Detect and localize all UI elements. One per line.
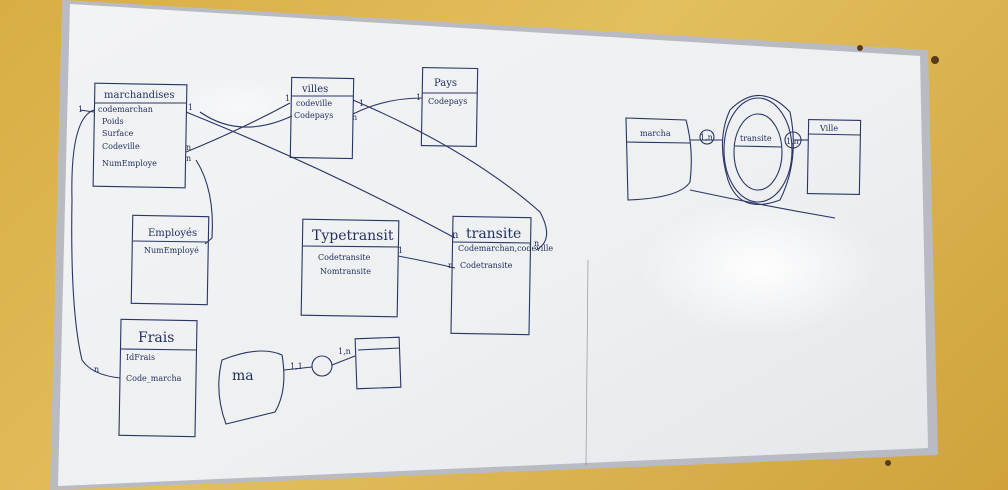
link-marchandises-left	[79, 109, 95, 113]
entity-transite-box	[450, 215, 532, 336]
entity-typetransit-field: Codetransite	[318, 253, 371, 262]
cardinality-label: 1	[285, 94, 290, 103]
link-marchandises-villes	[185, 102, 291, 153]
sketch-link	[283, 366, 313, 371]
entity-transite-divider	[452, 241, 531, 244]
entity-frais-box	[118, 318, 198, 438]
sketch-small-box	[354, 336, 402, 390]
sketch-marcha-box	[625, 117, 692, 201]
entity-frais-field: Code_marcha	[126, 374, 182, 383]
sketch-marcha-divider	[625, 141, 691, 144]
sketch-assoc-circle	[311, 355, 333, 377]
entity-typetransit-field: Nomtransite	[320, 267, 371, 276]
entity-employes-box	[130, 214, 210, 306]
entity-employes-field: NumEmployé	[144, 246, 199, 255]
sketch-ville-box	[806, 118, 862, 196]
sketch-ma-label: ma	[232, 368, 254, 384]
link-villes-pays	[352, 97, 423, 115]
sketch-ma-shape	[218, 350, 285, 425]
entity-employes-title: Employés	[148, 228, 197, 239]
cardinality-label: 1	[359, 99, 364, 108]
sketch-marcha-title: marcha	[640, 129, 671, 138]
cardinality-label: n	[452, 230, 459, 241]
sketch-link	[331, 355, 356, 366]
cardinality-label: 1	[398, 246, 403, 255]
entity-marchandises-box	[92, 82, 188, 189]
link-villes-transite	[352, 99, 548, 251]
entity-employes-divider	[132, 240, 209, 243]
entity-villes-field: Codepays	[294, 111, 333, 120]
link-typetransit-transite	[397, 255, 456, 269]
entity-transite-field: Codetransite	[460, 261, 513, 270]
entity-pays-box	[420, 66, 479, 148]
entity-marchandises-field: Surface	[102, 129, 134, 138]
entity-pays-title: Pays	[434, 78, 457, 89]
entity-transite-field: Codemarchan,codeville	[458, 244, 553, 253]
entity-marchandises-field: NumEmploye	[102, 159, 157, 168]
sketch-transite-divider	[734, 145, 783, 148]
entity-marchandises-title: marchandises	[104, 90, 174, 101]
entity-frais-divider	[120, 348, 197, 351]
cardinality-label: n	[94, 365, 99, 374]
sketch-cardinality-circle	[699, 129, 715, 145]
entity-villes-box	[289, 76, 355, 160]
cardinality-label: 1,n	[786, 137, 799, 146]
entity-typetransit-box	[300, 218, 400, 318]
sketch-transite-title: transite	[740, 134, 772, 143]
cardinality-label: 1	[416, 93, 421, 102]
entity-frais-field: IdFrais	[126, 353, 155, 362]
link-marchandises-transite	[185, 111, 456, 239]
cardinality-label: n	[534, 239, 539, 248]
entity-villes-title: villes	[301, 84, 328, 95]
wall-spot	[931, 56, 939, 64]
entity-transite-title: transite	[466, 226, 521, 242]
link-marchandises-villes-2	[199, 111, 293, 128]
entity-marchandises-field: Codeville	[102, 142, 140, 151]
link-marchandises-employes	[195, 159, 213, 245]
cardinality-label: 1,1	[290, 362, 303, 371]
sketch-cardinality-circle	[784, 131, 802, 149]
sketch-ville-title: Ville	[819, 124, 838, 133]
entity-villes-field: codeville	[296, 99, 332, 108]
cardinality-label: 1	[78, 105, 83, 114]
cardinality-label: n	[186, 154, 191, 163]
cardinality-label: n	[352, 113, 357, 122]
sketch-transite-assoc	[723, 97, 793, 203]
cardinality-label: 1,n	[700, 133, 713, 142]
link-marchandises-frais	[71, 109, 121, 379]
cardinality-label: n	[186, 143, 191, 152]
entity-marchandises-field: codemarchan	[98, 105, 153, 114]
sketch-transite-assoc-inner	[733, 113, 783, 191]
entity-marchandises-field: Poids	[102, 117, 124, 126]
light-glare	[640, 198, 880, 338]
cardinality-label: 1	[188, 103, 193, 112]
entity-typetransit-divider	[302, 245, 399, 248]
entity-frais-title: Frais	[138, 330, 174, 346]
board-seam	[585, 259, 589, 466]
cardinality-label: 1,n	[338, 347, 351, 356]
cardinality-label: n	[448, 261, 453, 270]
sketch-bottom-curve	[689, 189, 836, 219]
wall-spot	[885, 460, 891, 466]
sketch-ville-divider	[807, 133, 861, 136]
entity-typetransit-title: Typetransit	[312, 228, 394, 244]
sketch-small-box-divider	[357, 347, 401, 351]
sketch-transite-assoc-outline	[721, 95, 794, 205]
wall-spot	[857, 45, 863, 51]
entity-pays-field: Codepays	[428, 97, 467, 106]
